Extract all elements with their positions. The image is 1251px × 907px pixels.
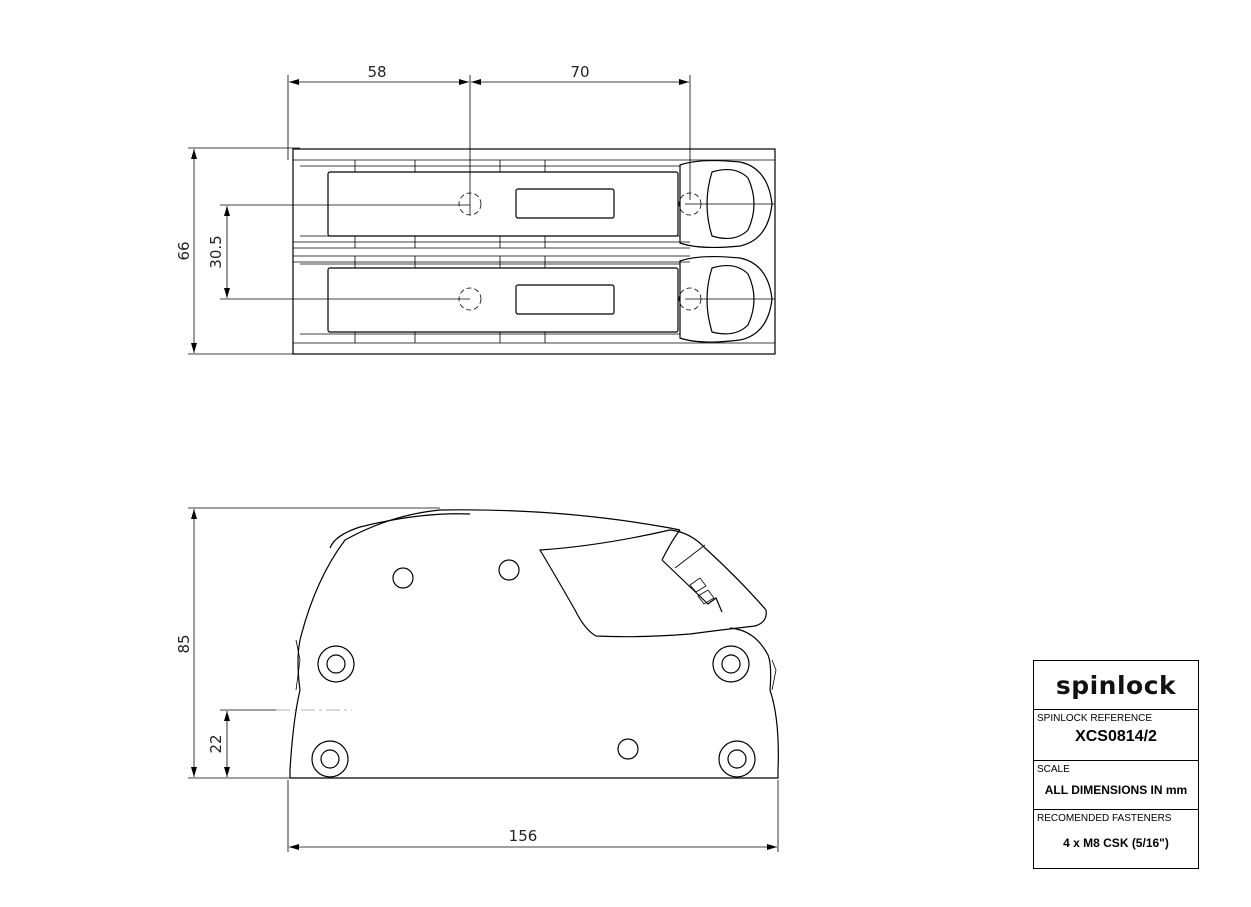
- scale-value: ALL DIMENSIONS IN mm: [1044, 783, 1188, 797]
- dim-85: 85: [175, 634, 193, 653]
- scale-label: SCALE: [1037, 764, 1070, 775]
- reference-label: SPINLOCK REFERENCE: [1037, 713, 1153, 724]
- fasteners-cell: RECOMENDED FASTENERS 4 x M8 CSK (5/16"): [1034, 809, 1198, 869]
- fasteners-label: RECOMENDED FASTENERS: [1037, 813, 1172, 824]
- scale-cell: SCALE ALL DIMENSIONS IN mm: [1034, 760, 1198, 809]
- reference-value: XCS0814/2: [1075, 728, 1157, 745]
- spinlock-logo: spinlock: [1055, 670, 1177, 700]
- dim-22: 22: [207, 734, 225, 753]
- side-view: 85 22 156: [175, 507, 779, 852]
- dim-66: 66: [175, 241, 193, 260]
- reference-cell: SPINLOCK REFERENCE XCS0814/2: [1034, 709, 1198, 760]
- dim-30-5: 30.5: [207, 235, 225, 268]
- dim-58: 58: [367, 63, 386, 81]
- fasteners-value: 4 x M8 CSK (5/16"): [1063, 836, 1169, 850]
- top-view: 58 70 66 30.5: [175, 63, 776, 355]
- dim-70: 70: [570, 63, 589, 81]
- dim-156: 156: [509, 827, 538, 845]
- title-block: spinlock SPINLOCK REFERENCE XCS0814/2 SC…: [1033, 660, 1199, 869]
